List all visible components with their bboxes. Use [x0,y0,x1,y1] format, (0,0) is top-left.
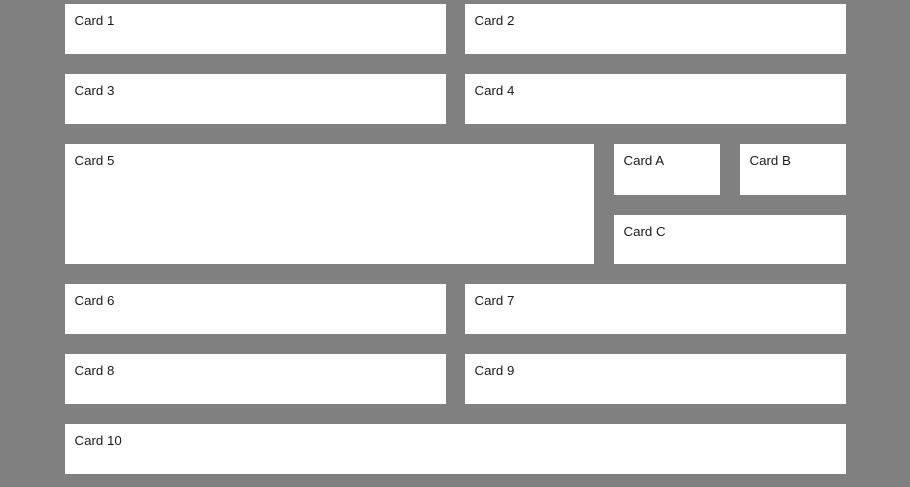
card-7[interactable]: Card 7 [464,284,846,334]
card-row-5: Card 8 Card 9 [64,354,846,404]
card-c[interactable]: Card C [613,215,846,264]
card-2-label: Card 2 [474,13,515,28]
card-grid: Card 1 Card 2 Card 3 Card 4 Card 5 [64,4,846,474]
card-1-label: Card 1 [74,13,115,28]
side-card-top-row: Card A Card B [613,144,846,195]
card-row-middle: Card 5 Card A Card B Card C [64,144,846,264]
card-8[interactable]: Card 8 [64,354,446,404]
card-b[interactable]: Card B [739,144,846,195]
card-a[interactable]: Card A [613,144,720,195]
card-9-label: Card 9 [474,363,515,378]
card-7-label: Card 7 [474,293,515,308]
card-3-label: Card 3 [74,83,115,98]
card-a-label: Card A [623,153,665,168]
card-4-label: Card 4 [474,83,515,98]
card-1[interactable]: Card 1 [64,4,446,54]
card-b-label: Card B [749,153,791,168]
card-c-label: Card C [623,224,666,239]
card-4[interactable]: Card 4 [464,74,846,124]
card-10[interactable]: Card 10 [64,424,846,474]
card-5[interactable]: Card 5 [64,144,594,264]
card-row-6: Card 10 [64,424,846,474]
card-row-2: Card 3 Card 4 [64,74,846,124]
card-3[interactable]: Card 3 [64,74,446,124]
card-row-1: Card 1 Card 2 [64,4,846,54]
card-8-label: Card 8 [74,363,115,378]
card-2[interactable]: Card 2 [464,4,846,54]
card-10-label: Card 10 [74,433,122,448]
card-5-label: Card 5 [74,153,115,168]
card-row-4: Card 6 Card 7 [64,284,846,334]
card-6-label: Card 6 [74,293,115,308]
card-9[interactable]: Card 9 [464,354,846,404]
card-6[interactable]: Card 6 [64,284,446,334]
side-card-column: Card A Card B Card C [613,144,846,264]
